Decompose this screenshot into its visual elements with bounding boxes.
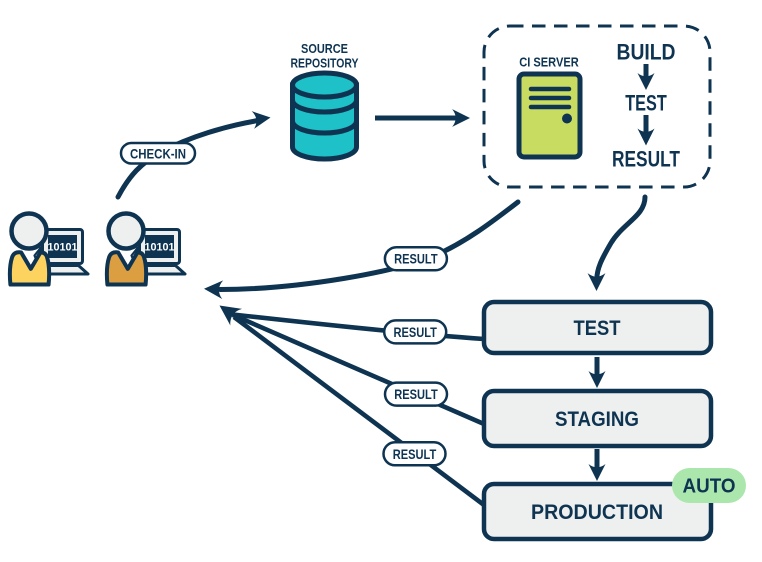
developer-2: 10101 [104,211,187,287]
stage-production: PRODUCTION [481,481,714,542]
developer-head [9,211,49,251]
auto-badge: AUTO [672,468,746,503]
stage-staging: STAGING [481,388,714,449]
check-in-label: CHECK-IN [130,145,186,161]
check-in-pill-shape [119,141,197,165]
database-band-1 [290,99,359,115]
result-pill-3-shape [383,381,449,407]
arrow-ci-to-test [594,194,648,282]
result-pill-2: RESULT [382,319,448,345]
server-icon [516,71,583,160]
laptop-base [43,264,90,276]
database-band-2 [290,120,359,136]
ci-step-build: BUILD [617,40,676,65]
ci-step-test: TEST [625,90,667,115]
database-top [290,70,359,100]
source-repository-node: SOURCE REPOSITORY [290,41,359,162]
server-led [562,113,572,124]
laptop-screen [145,235,174,258]
stage-production-label: PRODUCTION [531,501,663,524]
result-pill-4: RESULT [382,441,447,467]
stage-production-box [481,481,714,542]
source-repository-label-line2: REPOSITORY [291,56,359,71]
laptop-base [140,264,187,276]
check-in-pill: CHECK-IN [119,141,197,165]
ci-server-node: CI SERVER BUILD TEST RESULT [482,24,712,189]
arrow-result-from-staging [232,312,485,427]
laptop-screen-text: 10101 [48,242,78,254]
stage-staging-label: STAGING [555,408,639,431]
result-pill-4-label: RESULT [393,446,437,462]
result-pill-1: RESULT [383,245,449,272]
result-pill-3: RESULT [383,381,449,407]
stage-test-label: TEST [574,317,621,340]
result-pill-4-shape [382,441,447,467]
developer-1: 10101 [7,211,90,287]
result-pill-1-shape [383,245,449,272]
collar-v [26,262,36,271]
arrow-result-from-production [232,315,486,507]
result-pill-2-shape [382,319,448,345]
result-pill-3-label: RESULT [394,386,438,402]
database-icon [290,70,359,162]
arrow-result-from-test [230,312,487,342]
auto-badge-shape [672,468,746,503]
developer-head [106,211,146,251]
source-repository-label-line1: SOURCE [301,41,348,56]
laptop-screen [48,235,77,258]
database-body [290,82,359,162]
ci-server-dashed-box [482,24,712,189]
result-pill-1-label: RESULT [394,251,438,267]
stage-staging-box [481,388,714,449]
laptop-screen-text: 10101 [145,242,175,254]
arrow-result-from-ci [217,199,521,292]
auto-badge-label: AUTO [683,476,736,498]
ci-server-label: CI SERVER [519,55,579,70]
ci-step-result: RESULT [612,146,680,171]
stage-test: TEST [481,299,714,356]
collar-v [123,262,133,271]
stage-test-box [481,299,714,356]
ci-steps: BUILD TEST RESULT [612,40,680,172]
result-pill-2-label: RESULT [393,324,437,340]
server-tower [516,71,583,160]
